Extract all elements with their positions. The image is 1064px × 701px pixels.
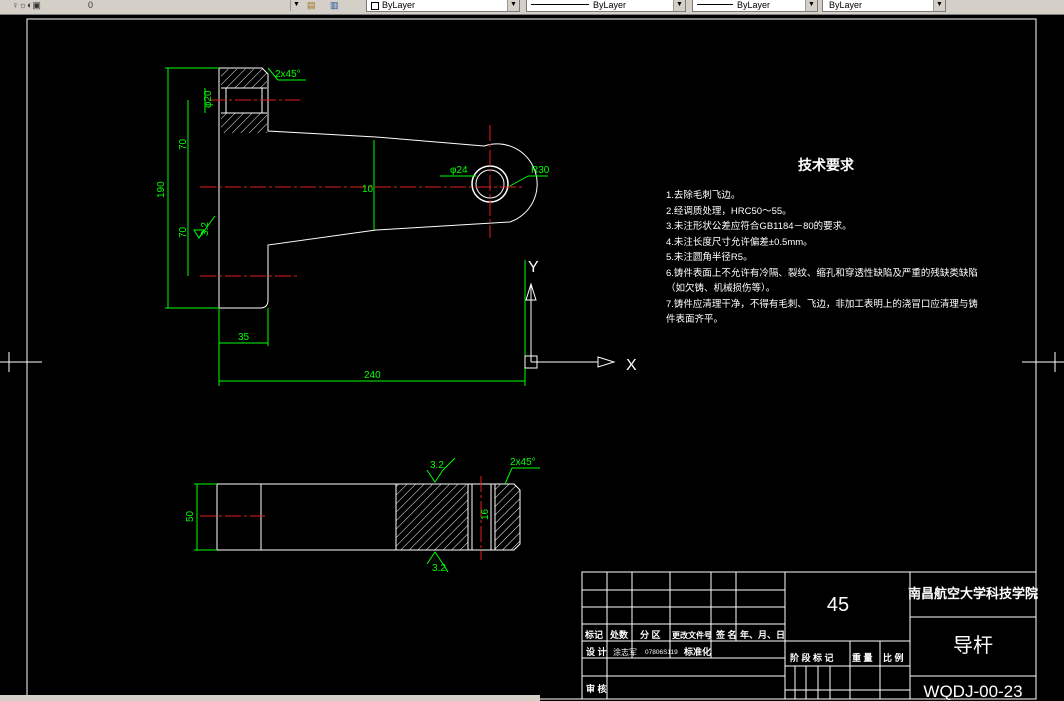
dim-190: 190 (156, 181, 167, 198)
tech-item: 5.未注圆角半径R5。 (666, 252, 753, 263)
plotstyle-value: ByLayer (829, 0, 863, 10)
plotstyle-dropdown[interactable]: ByLayer ▼ (822, 0, 946, 12)
header-doc: 更改文件号 (672, 630, 712, 640)
school-name: 南昌航空大学科技学院 (908, 586, 1038, 601)
dim-chamfer-side: 2x45° (510, 457, 536, 468)
tech-item: （如欠铸、机械损伤等）。 (666, 283, 776, 294)
color-value: ByLayer (382, 0, 416, 10)
front-view-dim-text: 2x45° φ20 70 190 70 3.2 10 φ24 R30 35 24… (156, 69, 550, 381)
tech-item: 件表面齐平。 (666, 314, 724, 325)
side-view-dim-text: 3.2 2x45° 50 16 3.2 (185, 457, 536, 574)
chevron-down-icon: ▼ (290, 0, 302, 11)
title-block-grid (581, 571, 1037, 700)
tech-item: 7.铸件应清理干净，不得有毛刺、飞边，非加工表明上的浇冒口应清理与铸 (666, 298, 978, 310)
dim-16: 16 (480, 508, 491, 520)
layer-dropdown[interactable]: ▼ (80, 0, 302, 11)
row-review: 审 核 (586, 683, 607, 694)
tech-requirements: 技术要求 1.去除毛刺飞边。 2.经调质处理，HRC50～55。 3.未注形状公… (666, 157, 978, 328)
dim-240: 240 (364, 370, 381, 381)
tech-title: 技术要求 (798, 157, 854, 173)
standardize-label: 标准化 (683, 646, 711, 657)
layer-manager-icon[interactable]: ▤ (307, 0, 316, 10)
designer-name: 涂志军 (613, 647, 637, 657)
properties-toolbar: ♀☼◐▣ 0 ▼ ▤ ▥ ByLayer ▼ ByLayer ▼ ByLayer… (0, 0, 1064, 15)
weight-label: 重 量 (852, 652, 873, 663)
header-count: 处数 (609, 629, 629, 640)
lineweight-value: ByLayer (737, 0, 771, 10)
header-sign: 签 名 (715, 629, 737, 640)
ucs-y-label: Y (528, 259, 539, 276)
stage-mark-label: 阶 段 标 记 (790, 652, 834, 663)
title-block-text: 45 南昌航空大学科技学院 导杆 WQDJ-00-23 标记 处数 分 区 更改… (584, 586, 1038, 701)
ucs-x-label: X (626, 357, 637, 374)
dim-phi24: φ24 (450, 165, 468, 176)
layout-tabs-strip[interactable] (0, 695, 540, 701)
student-no: 07806S119 (645, 649, 678, 656)
chevron-down-icon: ▼ (673, 0, 685, 11)
front-view (200, 67, 538, 309)
material-value: 45 (827, 594, 849, 616)
dim-r30: R30 (531, 165, 550, 176)
part-name: 导杆 (953, 634, 993, 657)
tech-item: 6.铸件表面上不允许有冷隔、裂纹、缩孔和穿透性缺陷及严重的残缺类缺陷 (666, 267, 978, 279)
linetype-dropdown[interactable]: ByLayer ▼ (526, 0, 686, 12)
chevron-down-icon: ▼ (805, 0, 817, 11)
roughness-left: 3.2 (200, 222, 211, 236)
header-zone: 分 区 (640, 629, 661, 640)
chevron-down-icon: ▼ (933, 0, 945, 11)
dim-10: 10 (362, 184, 374, 195)
drawing-number: WQDJ-00-23 (923, 682, 1022, 701)
header-mark: 标记 (584, 629, 603, 640)
dim-chamfer-top: 2x45° (275, 69, 301, 80)
ucs-icon (524, 282, 616, 369)
dim-70-upper: 70 (178, 138, 189, 150)
roughness-top: 3.2 (430, 460, 444, 471)
scale-label: 比 例 (883, 652, 904, 663)
tech-item: 3.未注形状公差应符合GB1184－80的要求。 (666, 221, 852, 232)
dim-hole-dia: φ20 (203, 90, 214, 108)
layer-value-text: 0 (88, 0, 94, 10)
tech-item: 1.去除毛刺飞边。 (666, 190, 741, 201)
drawing-canvas[interactable]: 2x45° φ20 70 190 70 3.2 10 φ24 R30 35 24… (0, 15, 1064, 701)
linetype-preview (531, 4, 589, 6)
lineweight-dropdown[interactable]: ByLayer ▼ (692, 0, 818, 12)
dim-35: 35 (238, 332, 250, 343)
side-view-dimensions (194, 457, 540, 573)
chevron-down-icon: ▼ (507, 0, 519, 11)
dim-50: 50 (185, 510, 196, 522)
lineweight-preview (697, 4, 733, 6)
roughness-bottom: 3.2 (432, 563, 446, 574)
tech-item: 2.经调质处理，HRC50～55。 (666, 205, 792, 217)
side-view (200, 476, 521, 560)
layer-state-icons[interactable]: ♀☼◐▣ (12, 0, 41, 10)
row-design: 设 计 (586, 646, 607, 657)
layer-previous-icon[interactable]: ▥ (330, 0, 339, 10)
color-swatch-icon (371, 1, 379, 10)
dim-70-lower: 70 (178, 226, 189, 238)
header-date: 年、月、日 (740, 629, 785, 640)
linetype-value: ByLayer (593, 0, 627, 10)
tech-item: 4.未注长度尺寸允许偏差±0.5mm。 (666, 236, 813, 248)
color-dropdown[interactable]: ByLayer ▼ (366, 0, 520, 12)
